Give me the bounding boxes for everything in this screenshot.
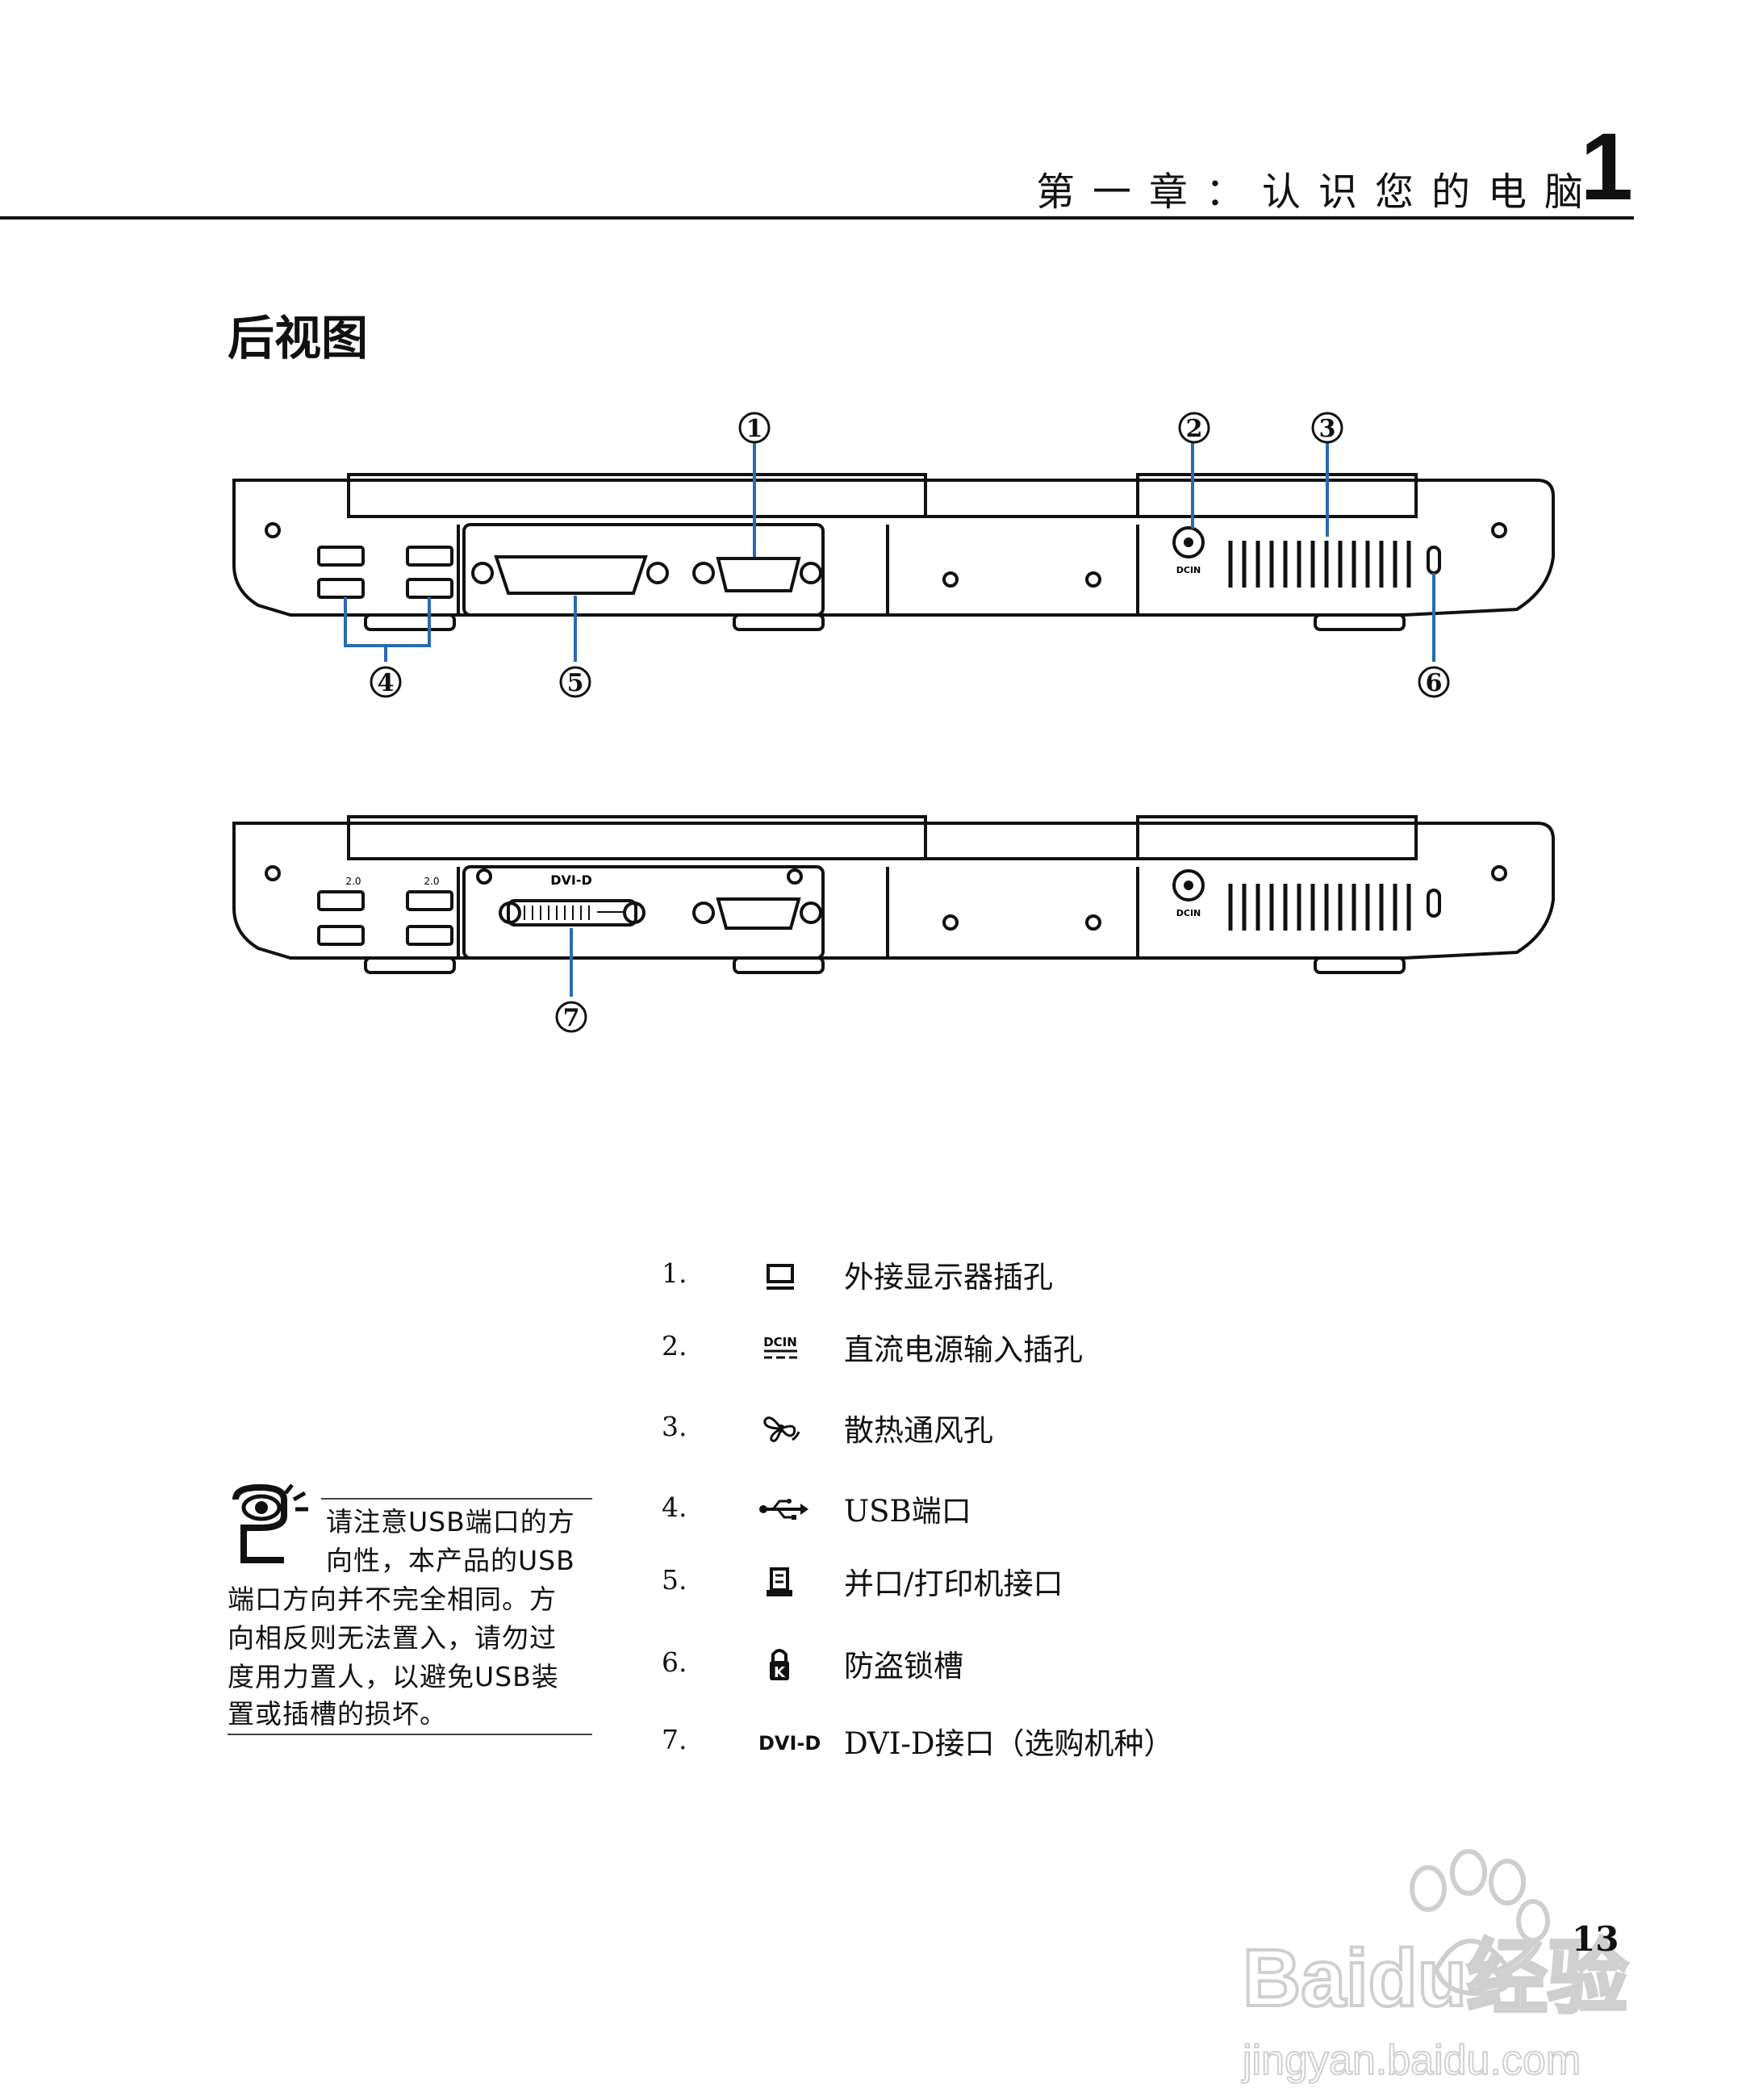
fan-vent-icon	[752, 1409, 817, 1450]
legend-num: 4.	[662, 1491, 687, 1523]
monitor-icon	[752, 1256, 817, 1296]
legend-num: 2.	[662, 1330, 687, 1362]
usb-label-1: 2.0	[345, 876, 361, 887]
callout-4: 4	[378, 669, 395, 697]
dcin-port-label: DCIN	[1176, 565, 1201, 575]
note-line-4: 向相反则无法置入，请勿过	[228, 1622, 557, 1654]
dcin-icon: DCIN	[752, 1328, 817, 1369]
kensington-lock-icon: K	[752, 1645, 817, 1685]
callout-1: 1	[746, 415, 763, 443]
callout-6: 6	[1426, 669, 1443, 697]
dvi-d-icon-label: DVI-D	[758, 1732, 821, 1755]
legend-text: DVI-D接口（选购机种）	[844, 1726, 1174, 1761]
legend-num: 6.	[662, 1646, 687, 1678]
note-line-6: 置或插槽的损坏。	[228, 1698, 447, 1730]
callout-3: 3	[1319, 415, 1336, 443]
note-line-1: 请注意USB端口的方	[326, 1506, 575, 1537]
legend-text: 防盗锁槽	[844, 1649, 963, 1684]
legend-item-6: 6. K 防盗锁槽	[662, 1646, 1630, 1695]
watermark-brand: Baidu经验	[1243, 1933, 1628, 2023]
rear-view-diagram-bottom: DVI-D DCIN 2.0 2.0 7	[0, 799, 1738, 1049]
note-line-5: 度用力置人，以避免USB装	[228, 1661, 559, 1692]
watermark-url: jingyan.baidu.com	[1241, 2037, 1581, 2084]
legend-num: 7.	[662, 1724, 687, 1755]
note-line-2: 向性，本产品的USB	[326, 1545, 575, 1576]
printer-icon	[752, 1562, 817, 1603]
chapter-number: 1	[1580, 114, 1633, 220]
rear-view-svg-bottom: DVI-D DCIN 2.0 2.0 7	[232, 815, 1555, 1033]
rear-view-svg-top: DCIN 1 2 3 4 5 6	[232, 412, 1555, 698]
dcin-icon-label: DCIN	[763, 1335, 797, 1349]
callout-5: 5	[567, 669, 584, 697]
usb-label-2: 2.0	[424, 876, 439, 887]
dvi-d-port-label: DVI-D	[550, 872, 592, 888]
legend-text: 外接显示器插孔	[844, 1260, 1053, 1295]
callout-2: 2	[1186, 415, 1203, 443]
legend-item-3: 3. 散热通风孔	[662, 1411, 1630, 1459]
legend-item-1: 1. 外接显示器插孔	[662, 1257, 1630, 1306]
legend-num: 5.	[662, 1564, 687, 1596]
legend-item-5: 5. 并口/打印机接口	[662, 1564, 1630, 1613]
legend-item-7: 7. DVI-D DVI-D接口（选购机种）	[662, 1724, 1630, 1772]
svg-text:K: K	[774, 1664, 786, 1681]
dcin-port-label-2: DCIN	[1176, 908, 1201, 918]
rear-view-diagram-top: DCIN 1 2 3 4 5 6	[0, 404, 1738, 710]
header-rule	[0, 216, 1634, 220]
note-line-3: 端口方向并不完全相同。方	[228, 1583, 557, 1615]
note-rule-bottom	[228, 1734, 592, 1735]
chapter-title: 第一章：认识您的电脑	[1035, 169, 1601, 215]
legend-text: 散热通风孔	[844, 1413, 993, 1448]
eye-note-icon	[228, 1483, 318, 1574]
legend-item-4: 4. USB端口	[662, 1491, 1630, 1540]
legend-num: 3.	[662, 1411, 687, 1442]
page-number: 13	[1572, 1919, 1619, 1959]
callout-7: 7	[563, 1004, 580, 1032]
legend-text: 直流电源输入插孔	[844, 1332, 1083, 1367]
legend-num: 1.	[662, 1257, 687, 1289]
note-rule-top	[321, 1498, 592, 1500]
legend-text: 并口/打印机接口	[844, 1567, 1063, 1601]
dvi-d-icon: DVI-D	[752, 1722, 841, 1763]
section-title: 后视图	[228, 311, 369, 366]
usb-icon	[752, 1490, 817, 1530]
legend-text: USB端口	[844, 1494, 971, 1529]
baidu-watermark: Baidu经验 jingyan.baidu.com	[1235, 1832, 1654, 2090]
legend-item-2: 2. DCIN 直流电源输入插孔	[662, 1330, 1630, 1378]
